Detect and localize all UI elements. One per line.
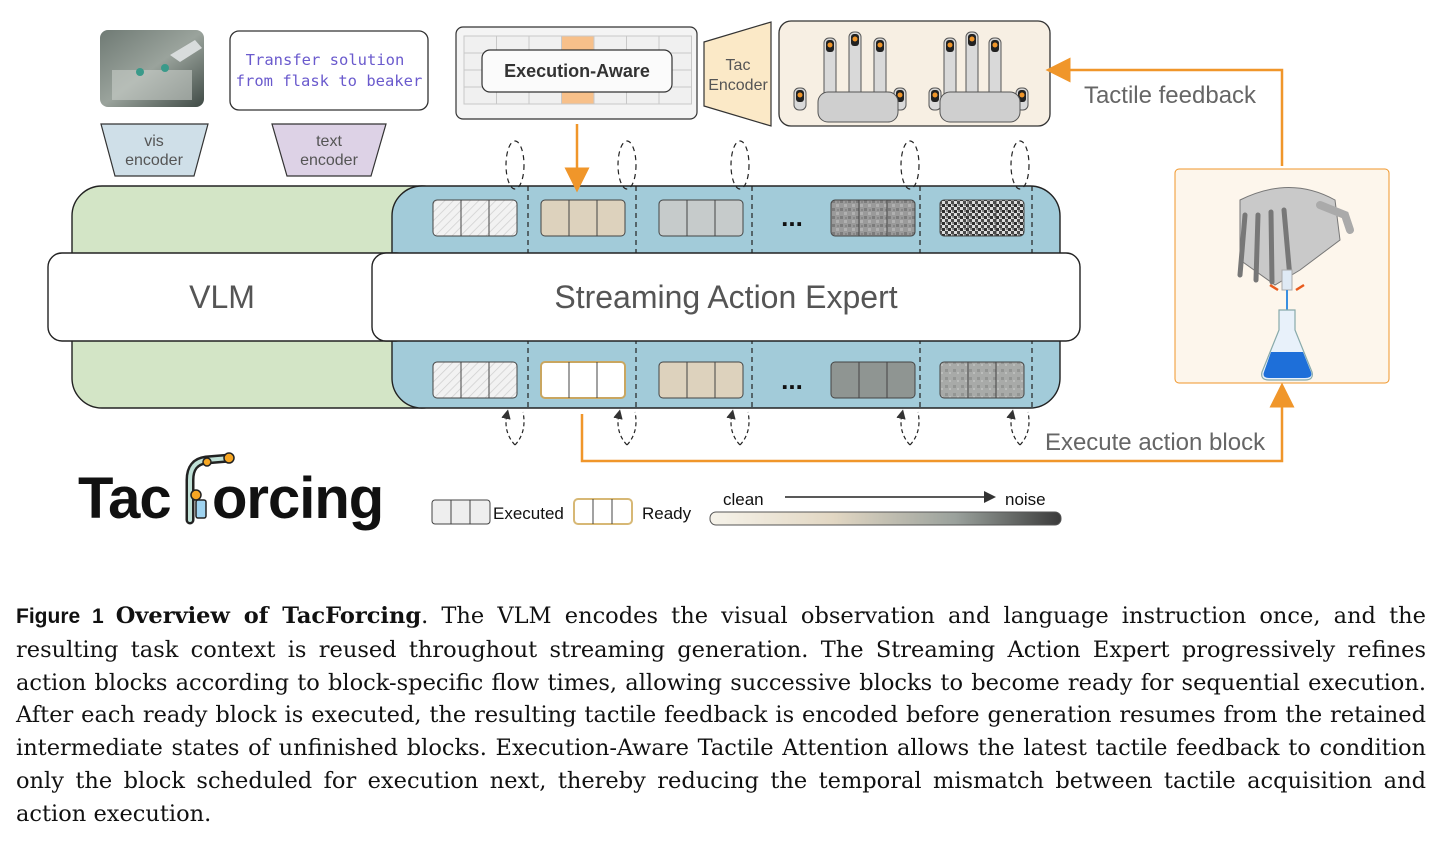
action-block bbox=[939, 199, 1025, 237]
legend-noise-label: noise bbox=[1005, 490, 1046, 509]
tac-encoder-label-2: Encoder bbox=[708, 77, 768, 94]
upper-loop bbox=[900, 140, 920, 190]
robot-palm-icon bbox=[939, 91, 1021, 123]
logo-text-left: Tac bbox=[78, 466, 171, 531]
lower-loop-arrow bbox=[726, 409, 741, 446]
legend-clean-label: clean bbox=[723, 490, 764, 509]
legend: Executed Ready clean noise bbox=[431, 490, 1062, 526]
upper-loop bbox=[617, 140, 637, 190]
lower-loop-arrow bbox=[1006, 409, 1021, 446]
vis-encoder-label-1: vis bbox=[144, 133, 164, 150]
robot-finger-icon bbox=[793, 87, 807, 111]
action-blocks bbox=[432, 199, 1025, 399]
tac-encoder-shape bbox=[703, 21, 772, 127]
action-block bbox=[830, 199, 916, 237]
action-block bbox=[830, 361, 916, 399]
tactile-feedback-arrow bbox=[1045, 57, 1284, 166]
execute-action-label: Execute action block bbox=[1045, 429, 1266, 456]
robot-finger-icon bbox=[965, 31, 979, 111]
execute-arrow bbox=[580, 382, 1295, 463]
legend-executed-label: Executed bbox=[493, 504, 564, 523]
lower-loop-arrow bbox=[613, 409, 628, 446]
lower-loop-arrow bbox=[896, 409, 911, 446]
text-encoder-label-2: encoder bbox=[300, 152, 358, 169]
caption-label: Figure 1 bbox=[16, 605, 104, 628]
upper-loop bbox=[730, 140, 750, 190]
instruction-line-1: Transfer solution bbox=[246, 51, 405, 69]
text-encoder-shape bbox=[271, 123, 387, 177]
lower-loop bbox=[1019, 411, 1030, 446]
lower-loop-arrow bbox=[501, 409, 516, 446]
action-block bbox=[540, 199, 626, 237]
ellipsis-top: ... bbox=[781, 202, 803, 232]
action-block bbox=[432, 199, 518, 237]
lower-loop bbox=[626, 411, 637, 446]
caption-title: Overview of TacForcing bbox=[115, 603, 422, 629]
action-block bbox=[658, 361, 744, 399]
instruction-box bbox=[229, 30, 429, 111]
upper-loop bbox=[1010, 140, 1030, 190]
overview-figure: Transfer solution from flask to beaker v… bbox=[47, 20, 1390, 531]
robot-palm-icon bbox=[817, 91, 899, 123]
legend-ready-label: Ready bbox=[642, 504, 692, 523]
text-encoder-label-1: text bbox=[316, 133, 342, 150]
caption-body: . The VLM encodes the visual observation… bbox=[16, 603, 1426, 827]
execution-aware-label: Execution-Aware bbox=[504, 61, 650, 81]
robot-finger-icon bbox=[848, 31, 862, 111]
legend-executed-swatch bbox=[431, 499, 491, 525]
action-block bbox=[658, 199, 744, 237]
vis-encoder-label-2: encoder bbox=[125, 152, 183, 169]
robot-hands-image bbox=[778, 20, 1051, 127]
iteration-loops bbox=[501, 140, 1030, 446]
robot-finger-icon bbox=[928, 87, 942, 111]
tacforcing-logo: Tac orcing bbox=[78, 452, 384, 531]
ready-action-block bbox=[540, 361, 626, 399]
action-block bbox=[939, 361, 1025, 399]
figure-caption: Figure 1 Overview of TacForcing. The VLM … bbox=[16, 600, 1426, 831]
logo-text-right: orcing bbox=[212, 466, 383, 531]
legend-clean-noise-gradient bbox=[709, 511, 1062, 526]
lower-loop bbox=[514, 411, 525, 446]
robot-pouring-image bbox=[1174, 168, 1390, 384]
tactile-feedback-label: Tactile feedback bbox=[1084, 82, 1257, 109]
ellipsis-bottom: ... bbox=[781, 365, 803, 395]
visual-observation-image bbox=[100, 30, 204, 107]
lower-loop bbox=[739, 411, 750, 446]
instruction-line-2: from flask to beaker bbox=[236, 72, 423, 90]
vis-encoder-shape bbox=[100, 123, 209, 177]
expert-label: Streaming Action Expert bbox=[554, 279, 897, 315]
action-block bbox=[432, 361, 518, 399]
upper-loop bbox=[505, 140, 525, 190]
legend-ready-swatch bbox=[573, 498, 633, 525]
execution-aware-attention: Execution-Aware bbox=[455, 26, 698, 120]
logo-robot-finger-icon bbox=[185, 452, 235, 525]
robot-finger-icon bbox=[1015, 87, 1029, 111]
lower-loop bbox=[909, 411, 920, 446]
expert-box bbox=[371, 252, 1081, 342]
vlm-label: VLM bbox=[189, 279, 255, 315]
tac-encoder-label-1: Tac bbox=[726, 57, 751, 74]
